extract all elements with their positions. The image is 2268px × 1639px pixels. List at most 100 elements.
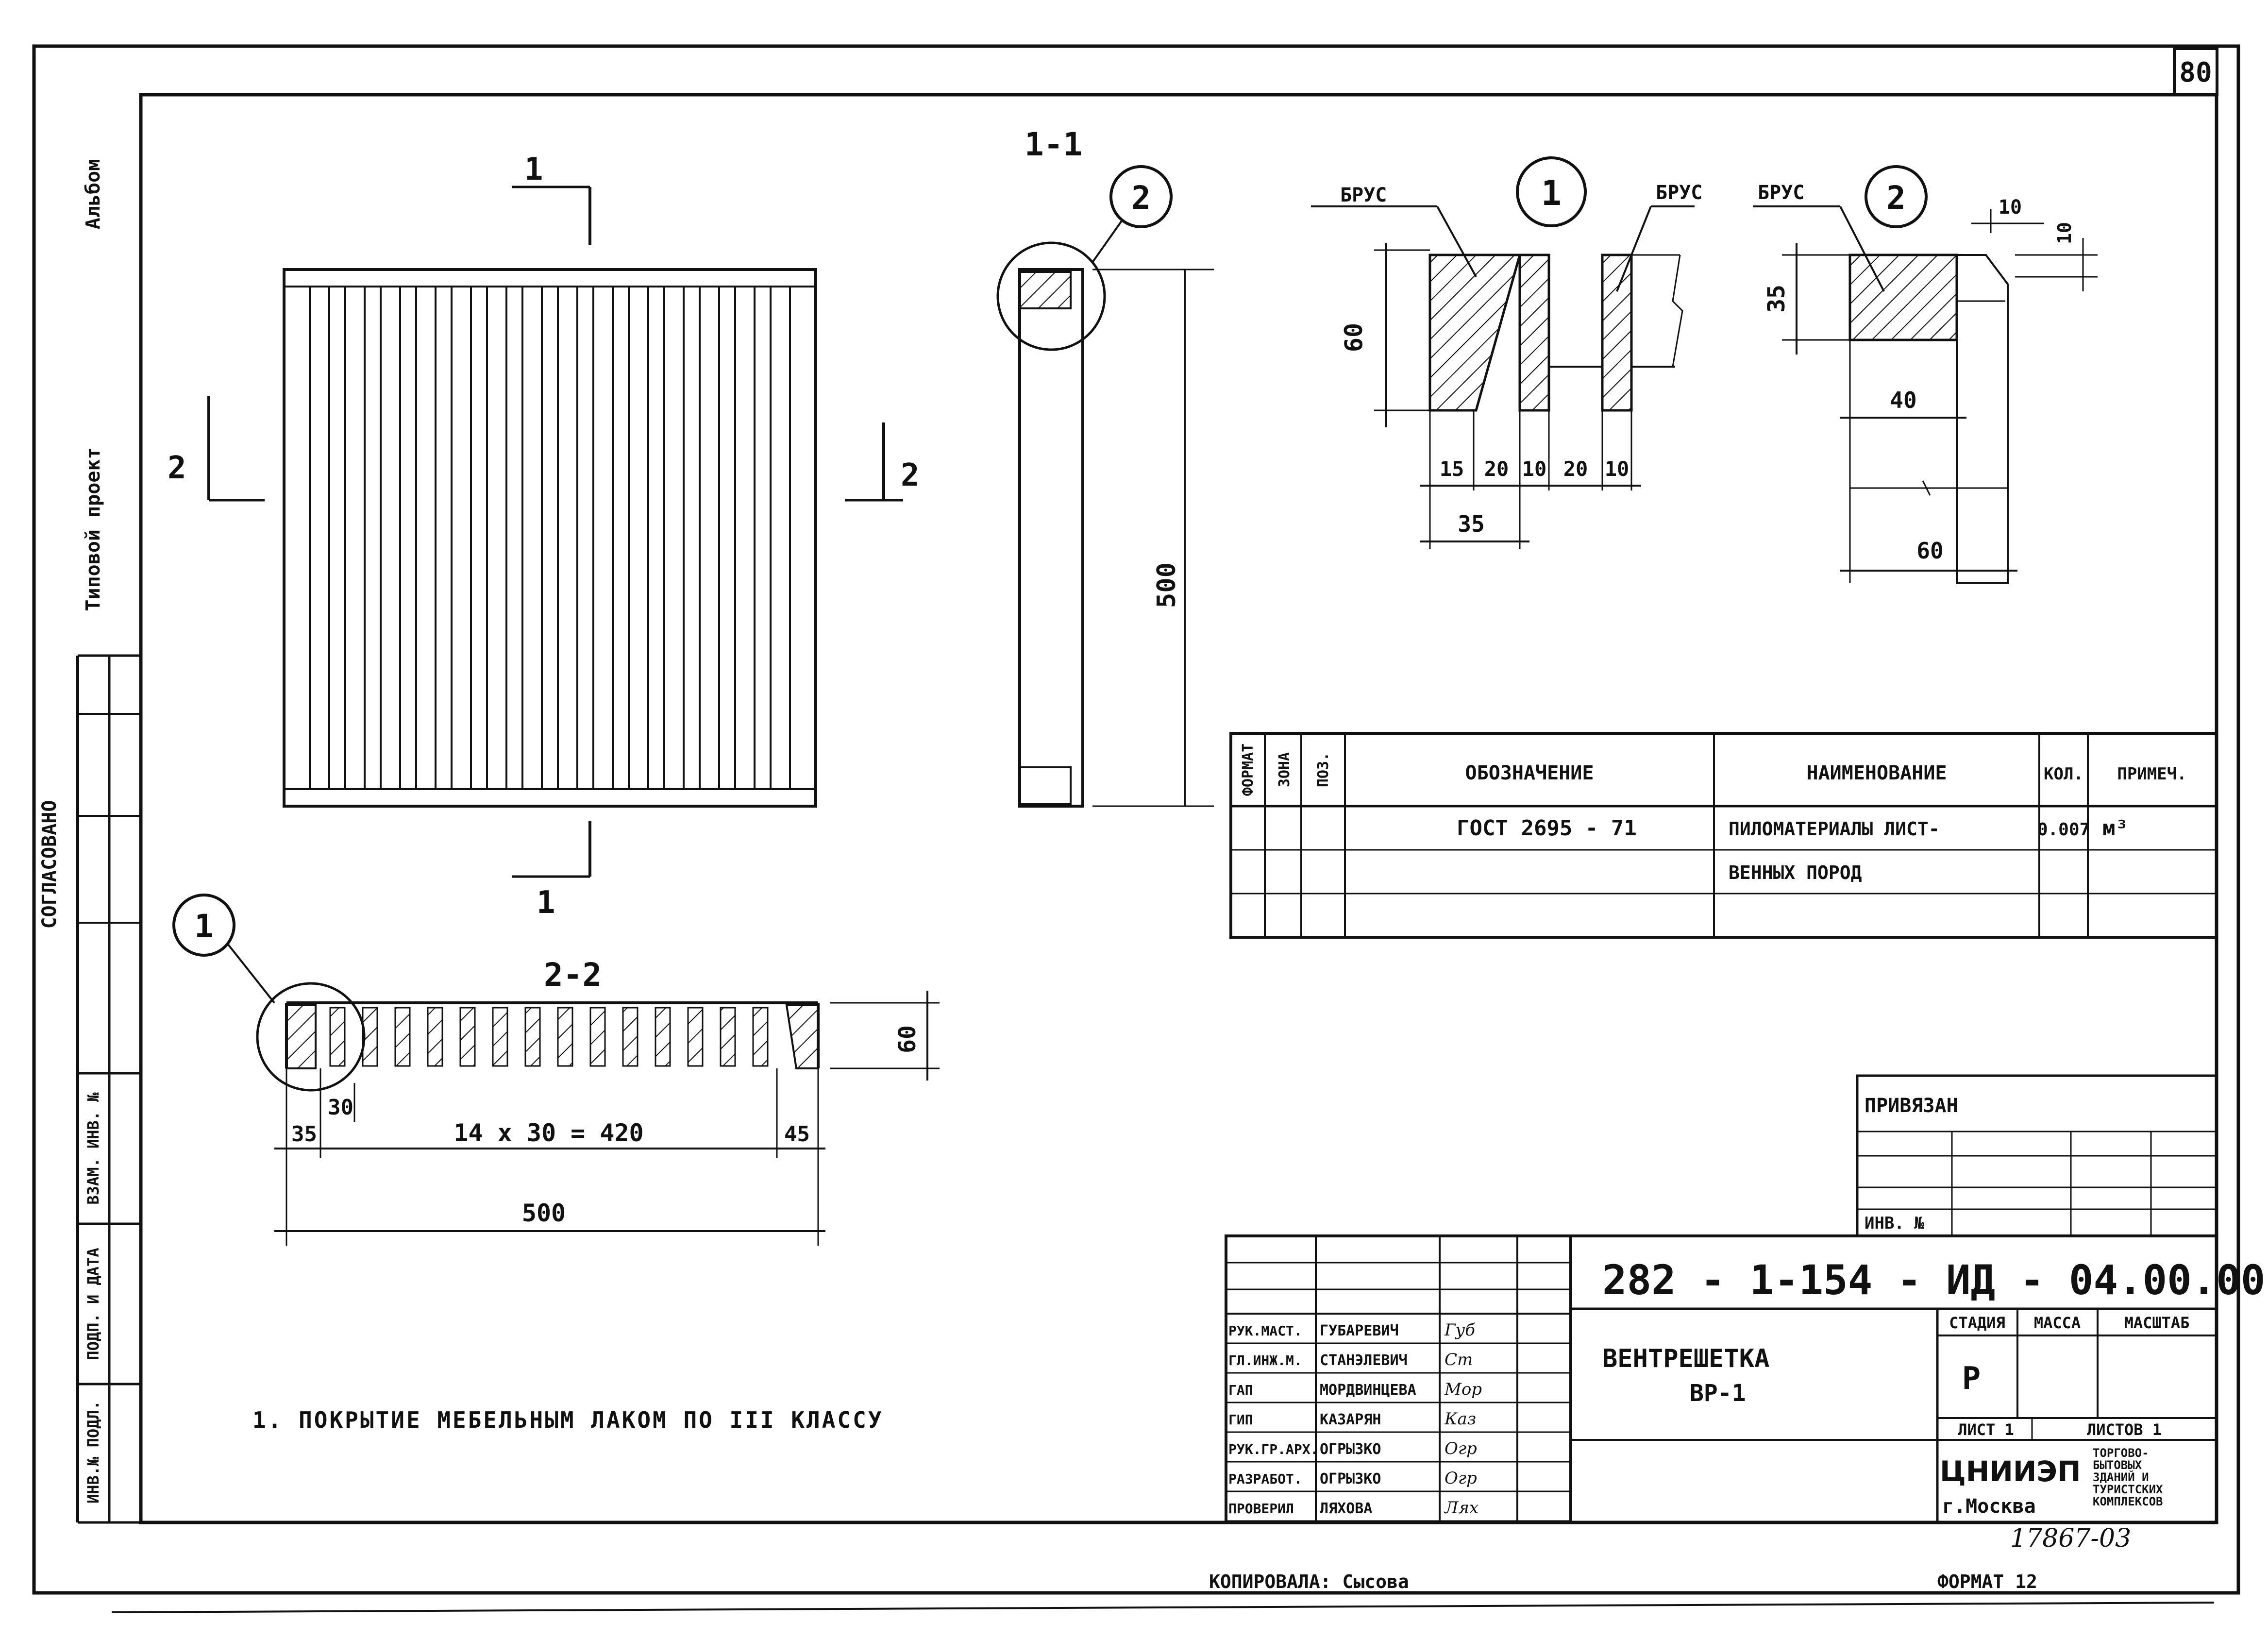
detail-2-side-dim: 10 xyxy=(2054,222,2075,244)
detail-1-dim-10b: 10 xyxy=(1605,457,1630,481)
sheet-label: ЛИСТ 1 xyxy=(1958,1420,2014,1439)
staff-role: РАЗРАБОТ. xyxy=(1228,1471,1302,1487)
spec-row1-name: ПИЛОМАТЕРИАЛЫ ЛИСТ- xyxy=(1729,818,1940,840)
section-teeth xyxy=(329,1007,769,1067)
dim-pitch: 14 x 30 = 420 xyxy=(454,1119,643,1147)
spec-header-pos: ПОЗ. xyxy=(1315,752,1332,787)
detail-1: 1 БРУС БРУС 60 15 20 10 20 10 35 xyxy=(1311,156,1702,549)
staff-name: ОГРЫЗКО xyxy=(1320,1470,1381,1487)
detail-2-width: 40 xyxy=(1890,387,1916,413)
dim-500-section: 500 xyxy=(522,1199,566,1227)
title-block: 282 - 1-154 - ИД - 04.00.00 ВЕНТРЕШЕТКА … xyxy=(1225,1234,2265,1524)
org-desc-2: БЫТОВЫХ xyxy=(2093,1458,2142,1472)
staff-signature: Мор xyxy=(1444,1380,1482,1399)
spec-row1-qty: 0.007 xyxy=(2037,820,2090,840)
staff-name: ГУБАРЕВИЧ xyxy=(1320,1322,1399,1339)
staff-signature: Огр xyxy=(1445,1439,1477,1458)
detail-1-height: 60 xyxy=(1340,323,1368,352)
spec-row1-note: м³ xyxy=(2102,816,2128,841)
binding-box: ПРИВЯЗАН ИНВ. № xyxy=(1856,1074,2218,1237)
detail-1-label-left: БРУС xyxy=(1340,184,1387,206)
section-mark-2-left: 2 xyxy=(168,450,186,486)
section-1-1: 1-1 2 500 xyxy=(996,126,1214,808)
section-1-1-title: 1-1 xyxy=(1025,126,1082,163)
section-tooth xyxy=(329,1007,346,1067)
sheets-label: ЛИСТОВ 1 xyxy=(2087,1420,2162,1439)
copied-by: КОПИРОВАЛА: Сысова xyxy=(1209,1571,1409,1592)
section-tooth xyxy=(427,1007,443,1067)
project-label: Типовой проект xyxy=(82,447,104,611)
sheet-number: 80 xyxy=(2179,57,2212,88)
binding-title: ПРИВЯЗАН xyxy=(1865,1095,1958,1117)
org-desc-4: ТУРИСТСКИХ xyxy=(2093,1483,2163,1496)
section-tooth xyxy=(557,1007,573,1067)
detail-2-height: 35 xyxy=(1763,285,1790,313)
dim-45-section: 45 xyxy=(784,1122,810,1147)
spec-header-format: ФОРМАТ xyxy=(1240,743,1257,796)
spec-row1-designation: ГОСТ 2695 - 71 xyxy=(1457,816,1637,841)
section-tooth xyxy=(492,1007,508,1067)
callout-2-label: 2 xyxy=(1131,179,1151,217)
section-tooth xyxy=(524,1007,541,1067)
detail-1-dim-10a: 10 xyxy=(1522,457,1547,481)
archive-number: 17867-03 xyxy=(2010,1524,2131,1553)
detail-2-callout: 2 xyxy=(1886,179,1906,217)
staff-signature: Лях xyxy=(1444,1498,1478,1518)
plan-view: 1 1 2 2 xyxy=(168,152,920,921)
org-desc-1: ТОРГОВО- xyxy=(2093,1446,2149,1460)
detail-2-total: 60 xyxy=(1916,538,1943,564)
detail-1-label-right: БРУС xyxy=(1656,182,1702,204)
agreed-label: СОГЛАСОВАНО xyxy=(38,800,61,929)
stage-header: СТАДИЯ xyxy=(1949,1314,2005,1332)
stage-value: Р xyxy=(1962,1361,1981,1397)
mass-header: МАССА xyxy=(2034,1314,2081,1332)
staff-signature: Губ xyxy=(1444,1320,1475,1340)
spec-header-designation: ОБОЗНАЧЕНИЕ xyxy=(1465,762,1594,784)
staff-role: РУК.МАСТ. xyxy=(1228,1323,1302,1339)
staff-role: ГИП xyxy=(1228,1412,1253,1428)
callout-1-label: 1 xyxy=(194,908,214,945)
binding-inv: ИНВ. № xyxy=(1865,1214,1924,1233)
strip-sign-date: ПОДП. И ДАТА xyxy=(84,1248,102,1360)
detail-1-callout: 1 xyxy=(1541,173,1562,213)
section-2-2-title: 2-2 xyxy=(544,956,602,994)
title-code: 282 - 1-154 - ИД - 04.00.00 xyxy=(1602,1256,2265,1304)
org-city: г.Москва xyxy=(1942,1495,2036,1518)
sheet-number-box: 80 xyxy=(2173,47,2218,96)
scale-header: МАСШТАБ xyxy=(2124,1314,2190,1332)
strip-original-inv: ИНВ.№ ПОДЛ. xyxy=(84,1401,102,1504)
section-mark-1-bottom: 1 xyxy=(537,885,555,921)
spec-table: ФОРМАТ ЗОНА ПОЗ. ОБОЗНАЧЕНИЕ НАИМЕНОВАНИ… xyxy=(1229,732,2218,939)
org-desc-3: ЗДАНИЙ И xyxy=(2093,1470,2149,1484)
spec-header-name: НАИМЕНОВАНИЕ xyxy=(1807,762,1947,784)
dim-500-vertical: 500 xyxy=(1152,562,1181,608)
org-name: ЦНИИЭП xyxy=(1940,1455,2081,1488)
section-tooth xyxy=(362,1007,378,1067)
staff-role: РУК.ГР.АРХ. xyxy=(1228,1441,1318,1457)
org-desc-5: КОМПЛЕКСОВ xyxy=(2093,1495,2163,1508)
detail-1-dim-20b: 20 xyxy=(1563,457,1588,481)
detail-2-top-dim: 10 xyxy=(1999,196,2022,219)
section-tooth xyxy=(720,1007,736,1067)
staff-name: СТАНЭЛЕВИЧ xyxy=(1320,1352,1408,1369)
staff-role: ГАП xyxy=(1228,1382,1253,1398)
staff-role: ГЛ.ИНЖ.М. xyxy=(1228,1352,1302,1369)
detail-2: 2 БРУС 10 10 35 40 60 xyxy=(1753,165,2098,584)
format-label: ФОРМАТ 12 xyxy=(1937,1571,2037,1592)
staff-name: КАЗАРЯН xyxy=(1320,1411,1381,1428)
dim-30-section: 30 xyxy=(328,1095,353,1120)
plan-slats xyxy=(284,286,816,790)
section-tooth xyxy=(622,1007,638,1067)
spec-header-qty: КОЛ. xyxy=(2044,764,2083,784)
title-name-line2: ВР-1 xyxy=(1690,1380,1746,1407)
spec-row2-name: ВЕННЫХ ПОРОД xyxy=(1729,862,1862,883)
staff-signature: Ст xyxy=(1445,1350,1473,1369)
section-tooth xyxy=(687,1007,704,1067)
section-tooth xyxy=(394,1007,411,1067)
dim-35-section: 35 xyxy=(291,1122,317,1147)
staff-name: МОРДВИНЦЕВА xyxy=(1320,1382,1416,1399)
staff-name: ЛЯХОВА xyxy=(1320,1500,1372,1517)
staff-signature: Огр xyxy=(1445,1469,1477,1488)
